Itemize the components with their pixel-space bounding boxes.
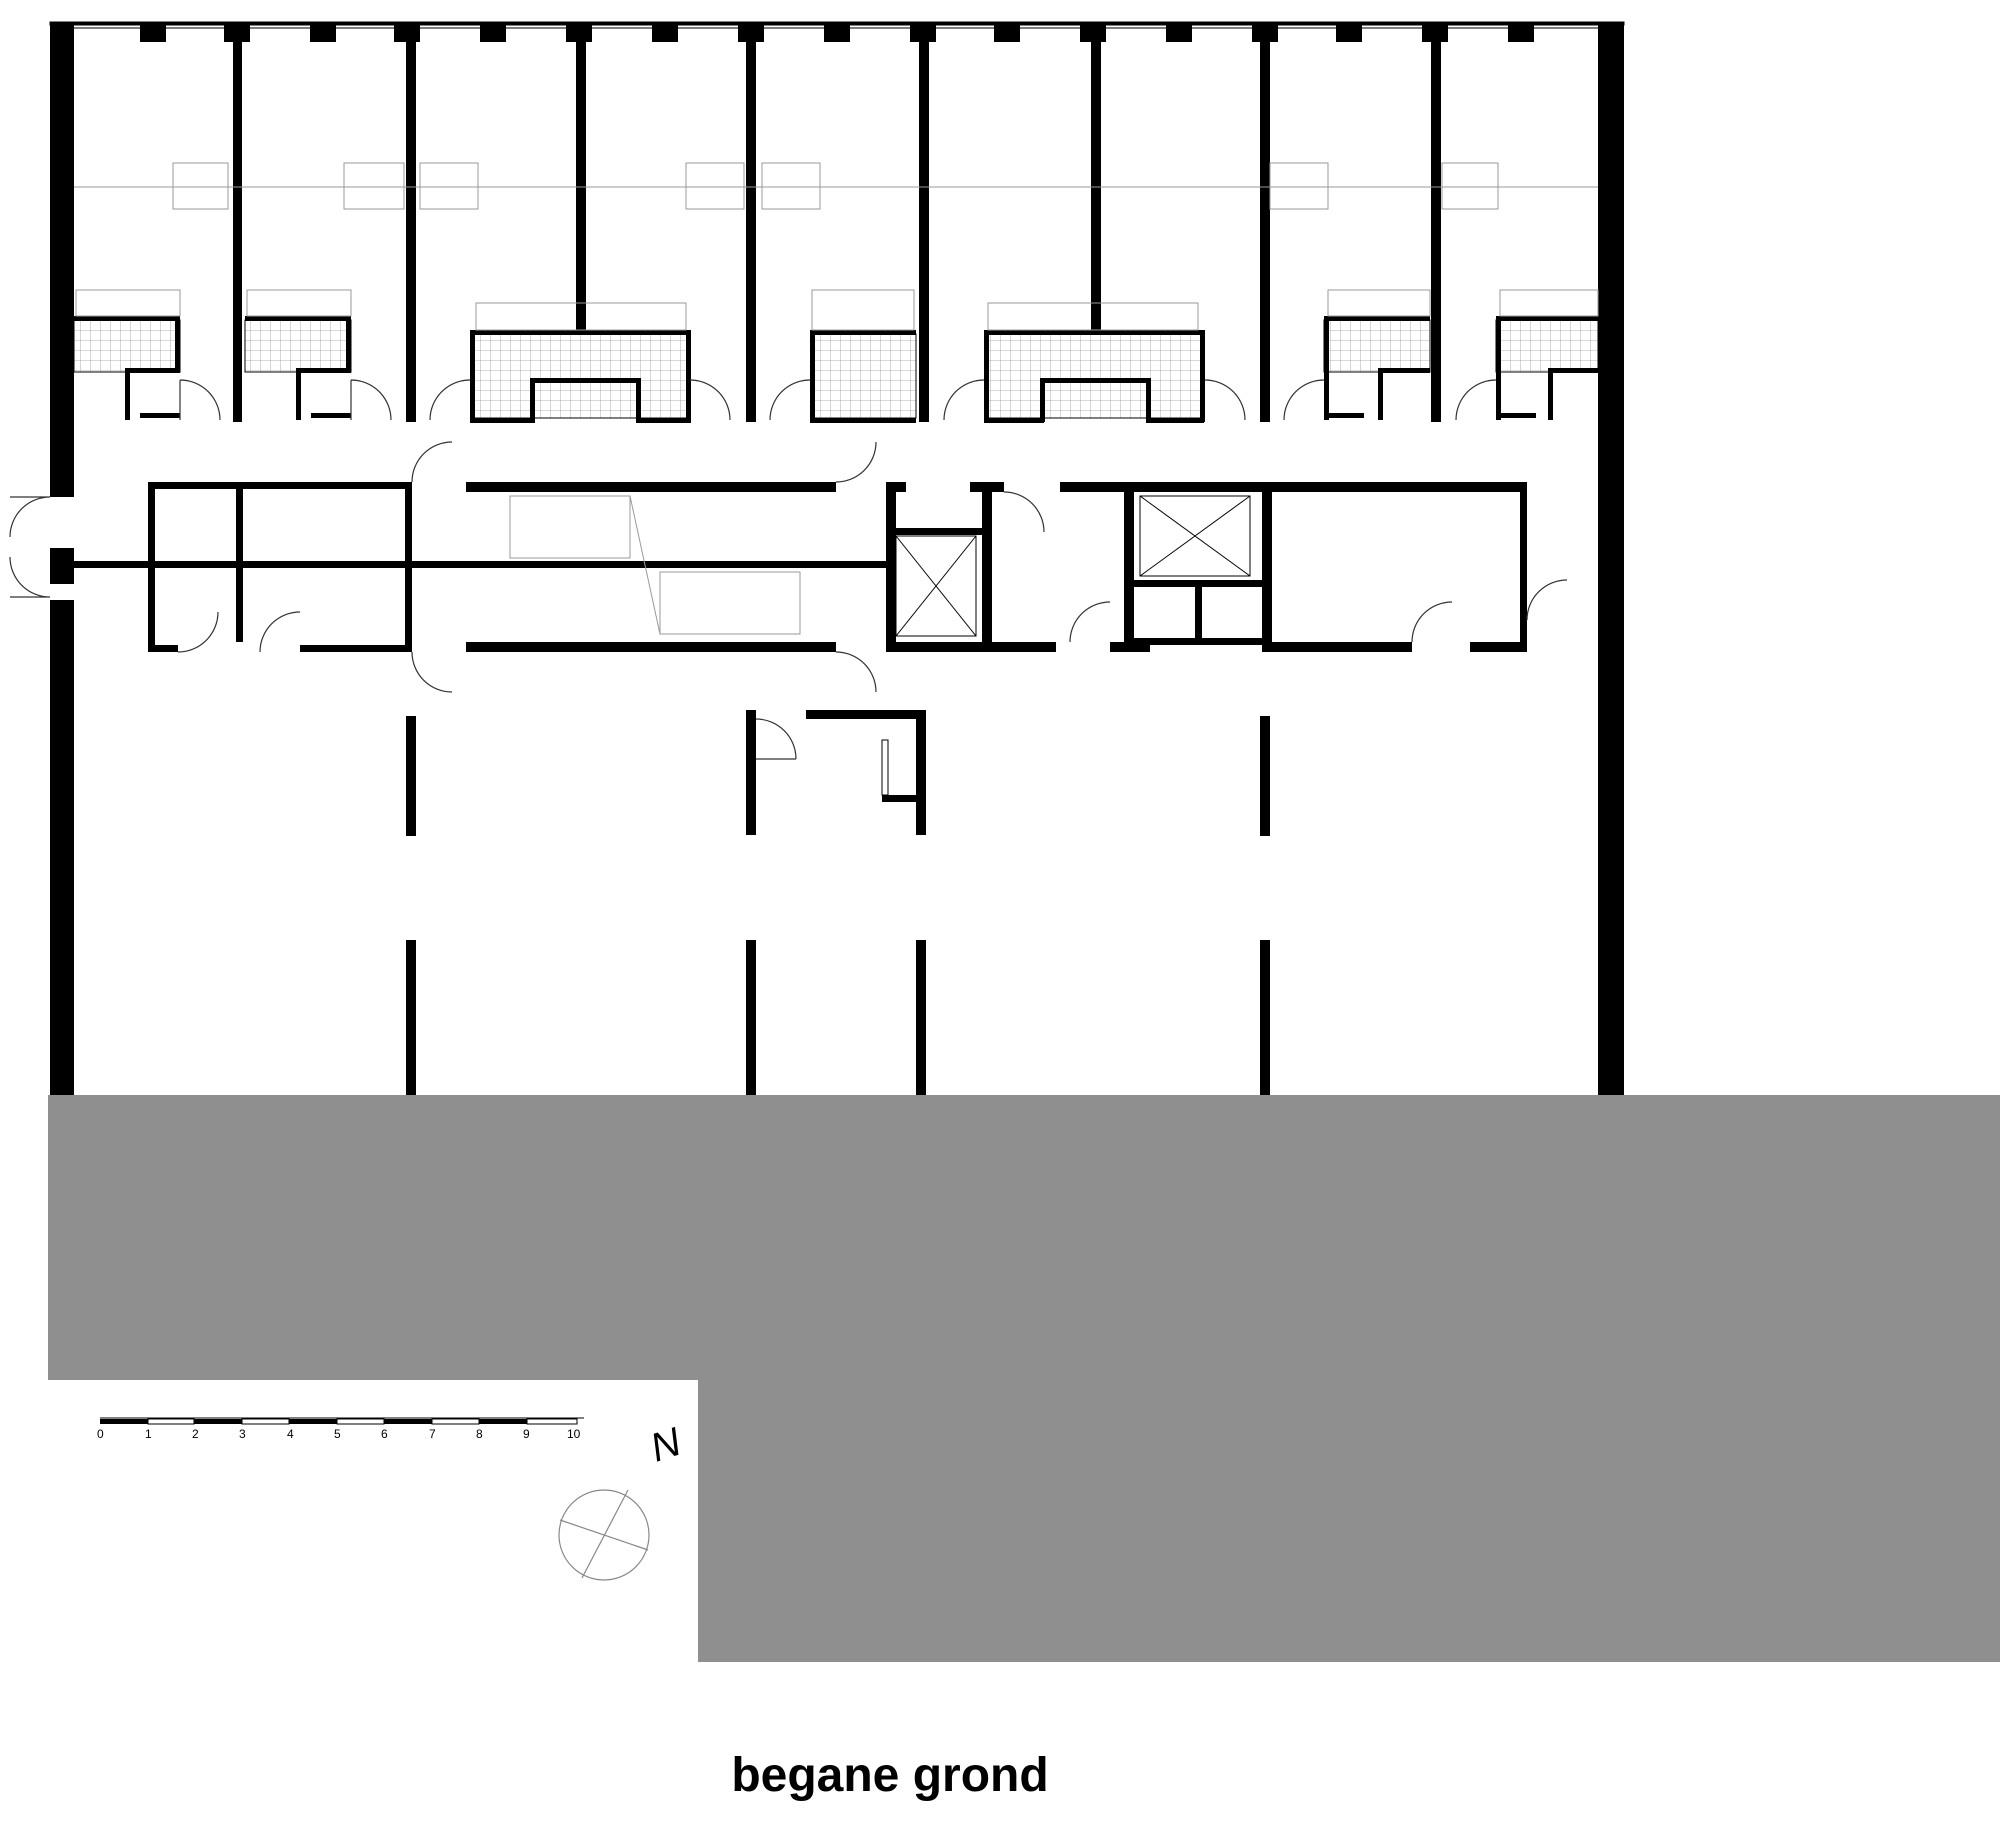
scale-label: 0 bbox=[97, 1427, 104, 1441]
unit-party-walls bbox=[74, 22, 1598, 422]
scale-label: 6 bbox=[381, 1427, 388, 1441]
scale-label: 5 bbox=[334, 1427, 341, 1441]
stair-and-lift bbox=[509, 495, 1251, 637]
site-shading bbox=[48, 1095, 2000, 1662]
scale-bar: 0 1 2 3 4 5 6 7 8 9 10 bbox=[97, 1417, 584, 1441]
bathroom-pods bbox=[73, 289, 1599, 423]
north-arrow-icon: N bbox=[558, 1420, 686, 1581]
drawing-caption: begane grond bbox=[731, 1749, 1049, 1802]
scale-label: 9 bbox=[523, 1427, 530, 1441]
scale-label: 7 bbox=[429, 1427, 436, 1441]
scale-label: 8 bbox=[476, 1427, 483, 1441]
exterior-walls bbox=[49, 21, 1625, 1095]
unit-doors bbox=[179, 379, 1497, 421]
scale-label: 2 bbox=[192, 1427, 199, 1441]
core-doors bbox=[9, 441, 1568, 693]
central-core bbox=[50, 482, 1527, 652]
unit-stair-outlines bbox=[172, 162, 1499, 210]
north-letter: N bbox=[645, 1420, 686, 1471]
scale-label: 4 bbox=[287, 1427, 294, 1441]
scale-label: 3 bbox=[239, 1427, 246, 1441]
scale-label: 10 bbox=[567, 1427, 581, 1441]
scale-label: 1 bbox=[145, 1427, 152, 1441]
interior-walls bbox=[406, 710, 1270, 1095]
